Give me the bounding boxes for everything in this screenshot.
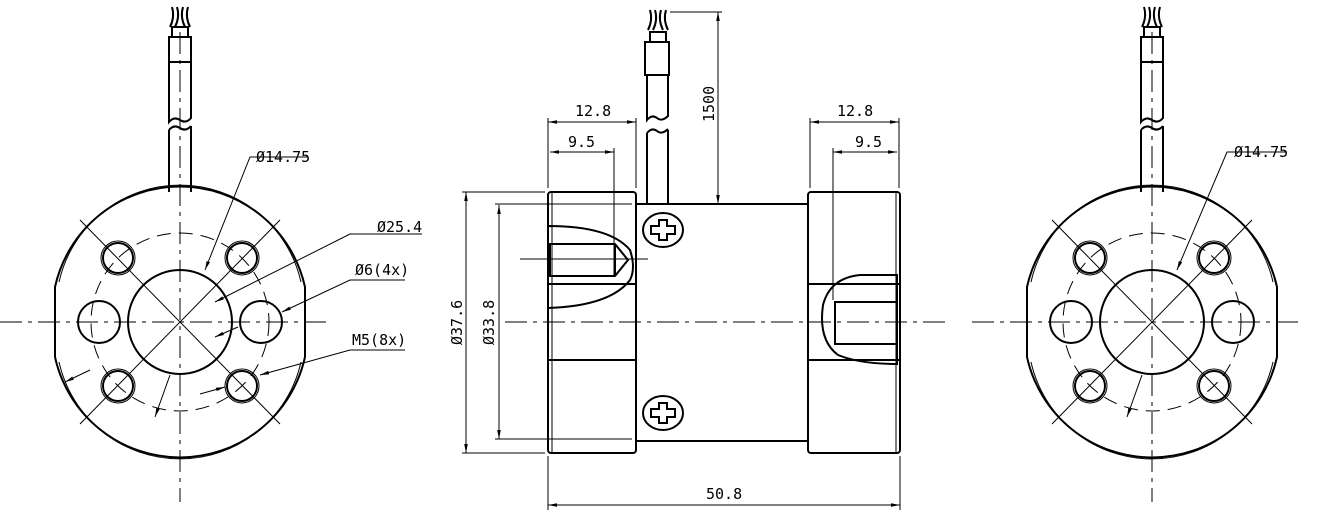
cable-wires (647, 9, 669, 31)
thread-depth-right-label: 9.5 (855, 133, 882, 151)
left-through-holes-label: Ø6(4x) (355, 261, 409, 279)
left-pcd-label: Ø25.4 (377, 218, 422, 236)
side-view (462, 9, 945, 510)
screw-icon (642, 212, 684, 248)
left-inner-dia-label: Ø14.75 (256, 148, 310, 166)
right-inner-dia-label: Ø14.75 (1234, 143, 1288, 161)
left-end-view (0, 6, 422, 503)
body-dia-label: Ø33.8 (480, 300, 498, 345)
thread-depth-left-label: 9.5 (568, 133, 595, 151)
flange-right-width-label: 12.8 (837, 102, 873, 120)
outer-dia-label: Ø37.6 (448, 300, 466, 345)
total-length-label: 50.8 (706, 485, 742, 503)
left-threads-label: M5(8x) (352, 331, 406, 349)
screw-icon (642, 395, 684, 431)
right-end-view (971, 6, 1303, 503)
flange-left-width-label: 12.8 (575, 102, 611, 120)
left-thread-section (547, 224, 634, 310)
cable-length-label: 1500 (700, 86, 718, 122)
right-thread-section (821, 274, 898, 366)
